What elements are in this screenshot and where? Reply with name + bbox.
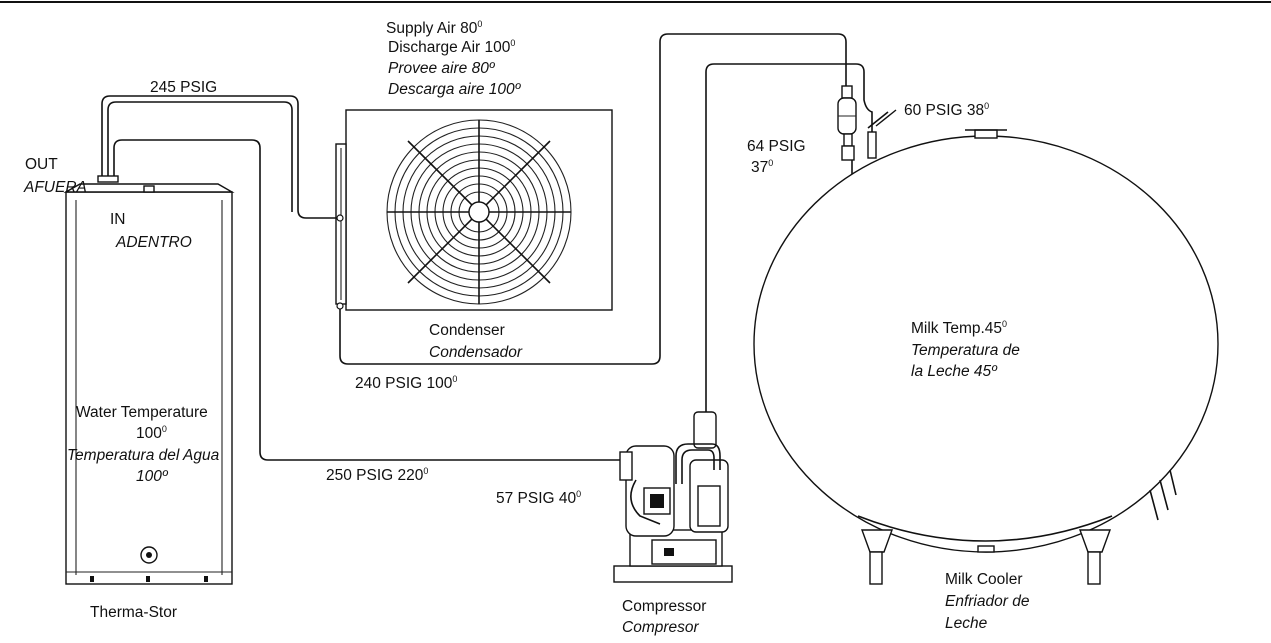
psig-250-label: 250 PSIG 2200 [326,466,429,485]
compresor-label: Compresor [622,619,699,636]
temp-37-label: 370 [751,158,774,177]
water-heater-icon [63,175,235,585]
psig-245-label: 245 PSIG [150,79,218,96]
provee-aire-label: Provee aire 80º [388,60,495,77]
enfriador-label-1: Enfriador de [945,593,1030,610]
condenser-unit [335,109,613,311]
milk-temp-label: Milk Temp.450 [911,319,1008,338]
temperatura-leche-label-2: la Leche 45º [911,363,997,380]
discharge-air-label: Discharge Air 1000 [388,38,516,57]
compressor-label: Compressor [622,598,707,615]
psig-240-label: 240 PSIG 1000 [355,374,458,393]
compressor-unit-icon [613,411,733,583]
condenser-label: Condenser [429,322,505,339]
out-label: OUT [25,156,58,173]
supply-air-label: Supply Air 800 [386,19,483,38]
psig-64-label: 64 PSIG [747,138,806,155]
in-label: IN [110,211,126,228]
condenser-fan-icon [386,119,572,305]
therma-stor-label: Therma-Stor [90,604,177,621]
psig-57-label: 57 PSIG 400 [496,489,582,508]
temperatura-leche-label-1: Temperatura de [911,342,1020,359]
descarga-aire-label: Descarga aire 100º [388,81,521,98]
milk-cooler-label: Milk Cooler [945,571,1023,588]
refrigerant-lines [101,33,873,461]
adentro-label: ADENTRO [116,234,192,251]
milk-tank-icon [753,85,1219,585]
temperatura-agua-value: 100º [136,468,168,485]
enfriador-label-2: Leche [945,615,988,632]
temperatura-agua-label: Temperatura del Agua [67,447,220,464]
psig-60-label: 60 PSIG 380 [904,101,990,120]
water-temperature-value: 1000 [136,424,167,443]
water-temperature-label: Water Temperature [76,404,208,421]
expansion-valve-icon [837,85,857,161]
condensador-label: Condensador [429,344,523,361]
afuera-label: AFUERA [24,179,87,196]
